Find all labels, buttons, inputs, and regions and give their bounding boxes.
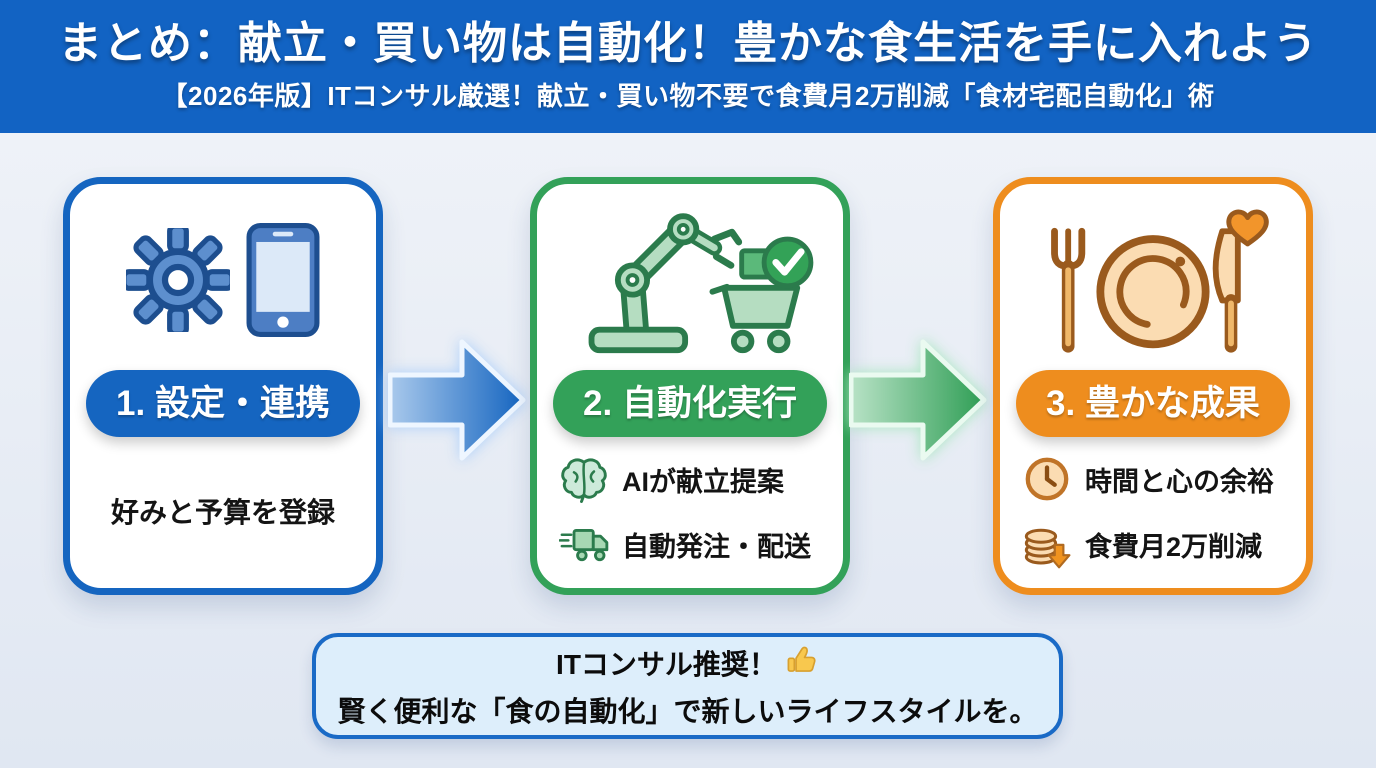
- feature-label: 時間と心の余裕: [1085, 466, 1274, 497]
- thumbs-up-icon: [785, 643, 819, 684]
- header-banner: まとめ：献立・買い物は自動化！豊かな食生活を手に入れよう 【2026年版】ITコ…: [0, 0, 1376, 133]
- step-card-setup: 1. 設定・連携 好みと予算を登録: [63, 177, 383, 595]
- list-item: AIが献立提案: [559, 453, 821, 505]
- arrow-step2-to-step3: [848, 334, 989, 466]
- step1-badge: 1. 設定・連携: [86, 370, 360, 437]
- coins-decrease-icon: [1022, 518, 1072, 570]
- recommendation-line1-text: ITコンサル推奨！: [556, 649, 777, 680]
- step2-feature-list: AIが献立提案 自動発注・配送: [537, 453, 843, 570]
- feature-label: 食費月2万削減: [1085, 531, 1263, 562]
- step1-icon-group: [121, 206, 320, 358]
- page-title: まとめ：献立・買い物は自動化！豊かな食生活を手に入れよう: [58, 19, 1318, 69]
- page-subtitle: 【2026年版】ITコンサル厳選！献立・買い物不要で食費月2万削減「食材宅配自動…: [161, 80, 1215, 111]
- step3-badge: 3. 豊かな成果: [1016, 370, 1290, 437]
- step2-icon-group: [566, 206, 814, 358]
- brain-icon: [559, 453, 609, 505]
- step-card-results: 3. 豊かな成果 時間と心の余裕: [993, 177, 1313, 595]
- gear-icon: [121, 222, 235, 337]
- recommendation-banner: ITコンサル推奨！ 賢く便利な「食の自動化」で新しいライフスタイルを。: [312, 633, 1063, 739]
- robot-arm-cart-icon: [566, 202, 814, 363]
- feature-label: AIが献立提案: [622, 466, 784, 497]
- smartphone-icon: [246, 222, 320, 343]
- list-item: 食費月2万削減: [1022, 518, 1284, 570]
- arrow-step1-to-step2: [387, 334, 528, 466]
- recommendation-line1: ITコンサル推奨！: [556, 643, 819, 684]
- step-card-automation: 2. 自動化実行 AIが献立提案: [530, 177, 850, 595]
- list-item: 自動発注・配送: [559, 518, 821, 570]
- step2-badge: 2. 自動化実行: [553, 370, 827, 437]
- list-item: 時間と心の余裕: [1022, 453, 1284, 505]
- recommendation-line2: 賢く便利な「食の自動化」で新しいライフスタイルを。: [337, 695, 1038, 727]
- step3-icon-group: [1029, 206, 1277, 358]
- meal-setting-icon: [1029, 202, 1277, 363]
- delivery-truck-icon: [559, 518, 609, 570]
- step1-description: 好みと予算を登録: [110, 497, 335, 528]
- feature-label: 自動発注・配送: [622, 531, 811, 562]
- clock-icon: [1022, 453, 1072, 505]
- step3-feature-list: 時間と心の余裕 食費月2万削減: [1000, 453, 1306, 570]
